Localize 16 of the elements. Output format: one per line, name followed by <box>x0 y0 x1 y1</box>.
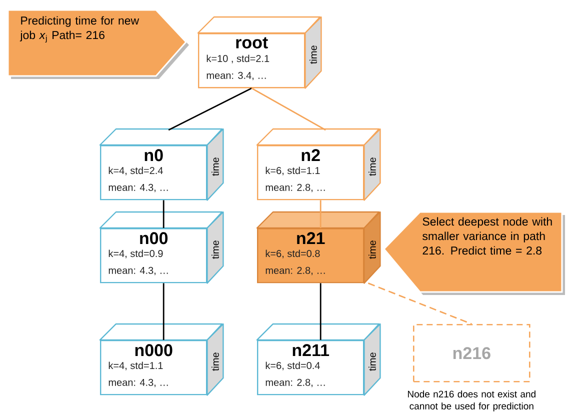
note-text: Node n216 does not exist and cannot be used for prediction <box>408 390 536 412</box>
time-label: time <box>368 352 376 371</box>
connector-line <box>320 283 322 340</box>
connector-line <box>162 283 164 340</box>
connector-line <box>320 200 322 228</box>
connector-line <box>251 88 326 131</box>
time-label: time <box>368 240 376 259</box>
connector-line <box>168 88 252 131</box>
time-label: time <box>212 158 219 176</box>
time-label: time <box>368 158 376 176</box>
connector-line <box>368 282 472 325</box>
time-label: time <box>212 240 219 259</box>
time-label: time <box>310 46 317 64</box>
dashed-box: n216 <box>413 324 530 382</box>
time-label: time <box>212 352 219 371</box>
connector-line <box>162 200 164 228</box>
